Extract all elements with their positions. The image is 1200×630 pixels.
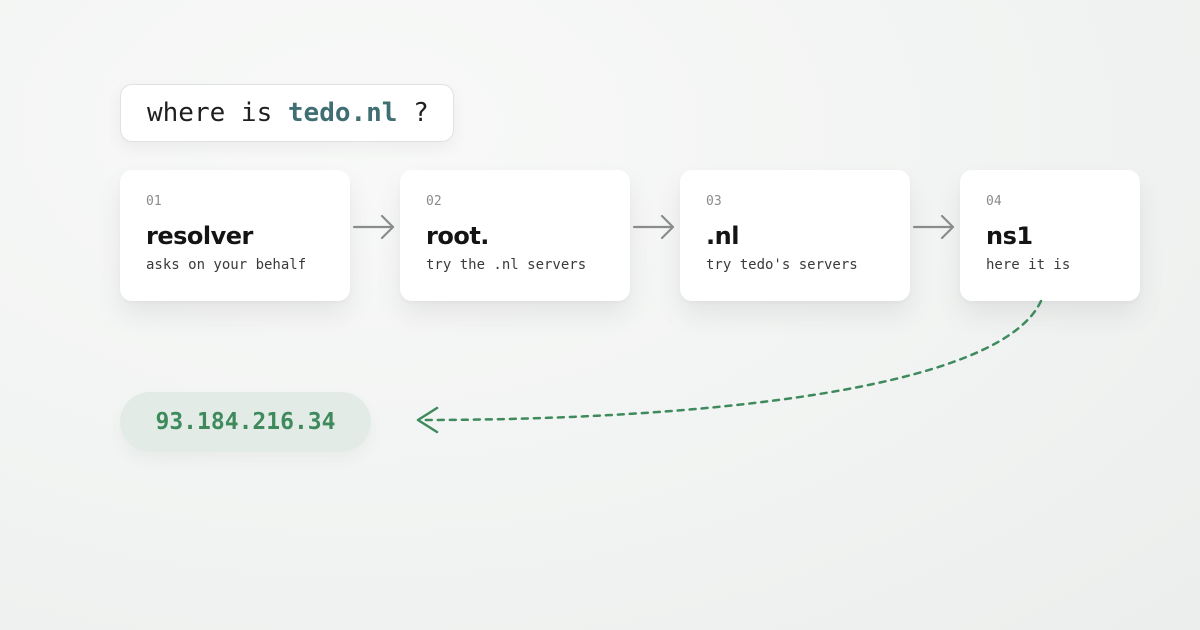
- step-number: 02: [426, 194, 442, 209]
- step-description: try tedo's servers: [706, 257, 858, 273]
- step-description: asks on your behalf: [146, 257, 307, 273]
- arrow-right-icon: [352, 214, 395, 240]
- step-title: .nl: [706, 222, 739, 250]
- return-path-dashed-curve: [418, 299, 1043, 422]
- step-description: here it is: [986, 257, 1071, 273]
- answer-ip: 93.184.216.34: [155, 409, 336, 435]
- step-card-ns1: 04 ns1 here it is: [960, 170, 1140, 301]
- query-box: where is tedo.nl ?: [120, 84, 454, 142]
- step-title: ns1: [986, 222, 1033, 250]
- step-title: root.: [426, 222, 489, 250]
- step-number: 03: [706, 194, 722, 209]
- arrow-left-icon: [416, 406, 439, 434]
- query-prefix: where is: [147, 98, 288, 128]
- query-suffix: ?: [397, 98, 429, 128]
- arrow-right-icon: [632, 214, 675, 240]
- step-card-root: 02 root. try the .nl servers: [400, 170, 630, 301]
- step-number: 01: [146, 194, 162, 209]
- step-card-nl: 03 .nl try tedo's servers: [680, 170, 910, 301]
- query-domain: tedo.nl: [287, 98, 398, 128]
- step-description: try the .nl servers: [426, 257, 587, 273]
- arrow-right-icon: [912, 214, 955, 240]
- step-title: resolver: [146, 222, 253, 250]
- step-card-resolver: 01 resolver asks on your behalf: [120, 170, 350, 301]
- answer-ip-pill: 93.184.216.34: [120, 392, 371, 452]
- step-number: 04: [986, 194, 1002, 209]
